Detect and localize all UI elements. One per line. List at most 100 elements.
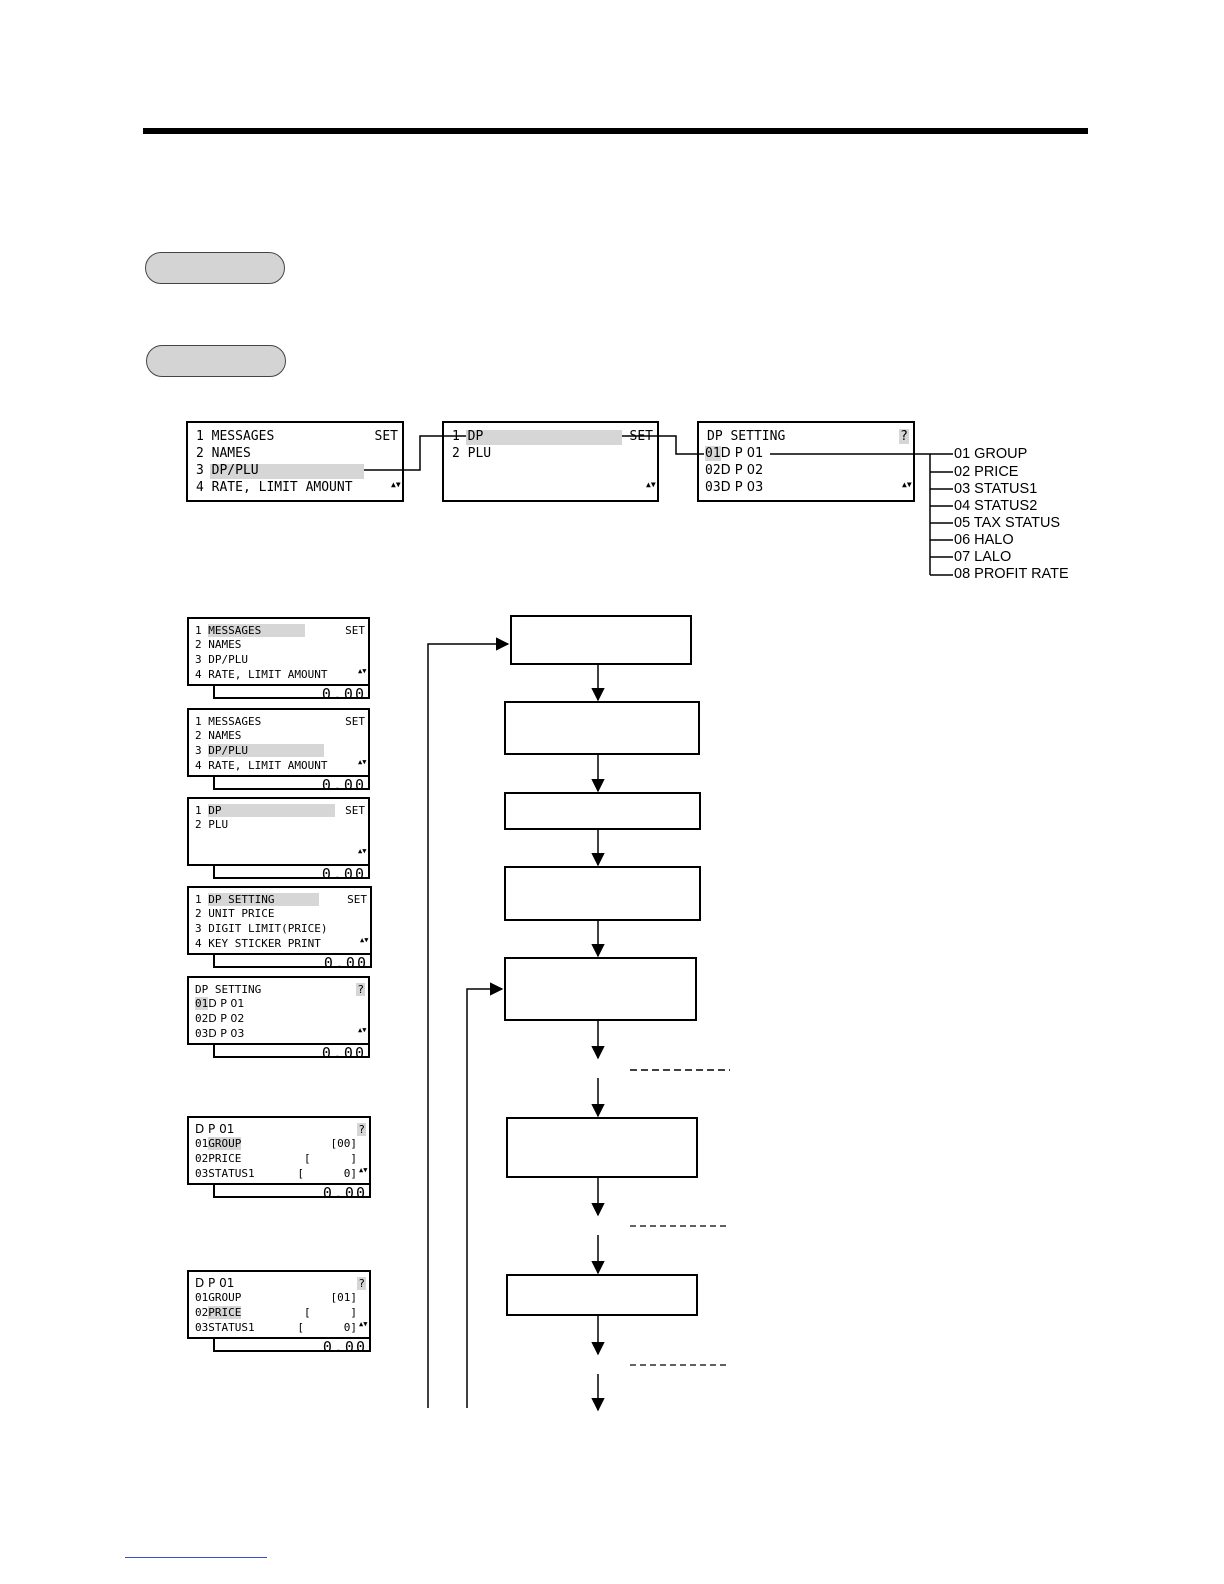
display-step-5: DP SETTING ? 01D P 01 02D P 02 03D P 03 … <box>187 976 370 1045</box>
section-label-pill-2 <box>146 345 286 377</box>
dp-item-label: 06 HALO <box>954 532 1014 548</box>
field-label: GROUP <box>208 1291 242 1304</box>
scroll-arrows-icon: ▲▼ <box>902 480 912 489</box>
amount-bar: 0.00 <box>187 1184 371 1202</box>
cursor-highlight <box>466 430 622 445</box>
field-number: 03 <box>195 1167 209 1180</box>
cursor-highlight: DP/PLU <box>208 744 324 757</box>
footer-link[interactable] <box>125 1557 267 1558</box>
menu-row: 2 PLU <box>452 446 492 461</box>
scroll-arrows-icon: ▲▼ <box>359 1320 368 1328</box>
menu-screen-program: 1 MESSAGES SET 2 NAMES 3 DP/PLU 4 RATE, … <box>186 421 404 502</box>
field-label: STATUS1 <box>208 1321 255 1334</box>
dp-number: 02 <box>705 463 721 478</box>
section-label-pill-1 <box>145 252 285 284</box>
amount-bar: 0.00 <box>187 954 372 972</box>
field-number: 02 <box>195 1152 209 1165</box>
menu-row: 2 UNIT PRICE <box>195 907 275 920</box>
flow-step-box-5 <box>504 957 697 1021</box>
help-icon: ? <box>357 1277 366 1290</box>
dp-number: 01 <box>705 446 721 461</box>
amount-bar: 0.00 <box>187 1338 371 1356</box>
dp-number: 01 <box>195 997 209 1010</box>
field-value: [ ] <box>304 1306 357 1319</box>
screen-title: DP SETTING <box>195 983 262 996</box>
amount-display: 0.00 <box>323 954 368 972</box>
menu-row: 2 NAMES <box>195 638 242 651</box>
dp-name: D P 03 <box>208 1027 245 1040</box>
screen-title: D P 01 <box>195 1122 235 1136</box>
field-number: 01 <box>195 1137 209 1150</box>
display-step-3: 1 DP SET 2 PLU ▲▼ <box>187 797 370 866</box>
scroll-arrows-icon: ▲▼ <box>358 667 367 675</box>
dp-item-label: 03 STATUS1 <box>954 481 1038 497</box>
field-label: PRICE <box>208 1152 242 1165</box>
cursor-highlight: MESSAGES <box>208 624 306 637</box>
amount-bar: 0.00 <box>187 865 370 883</box>
amount-display: 0.00 <box>322 1184 367 1202</box>
dp-number: 03 <box>195 1027 209 1040</box>
set-label: SET <box>345 624 365 637</box>
dp-item-label: 01 GROUP <box>954 446 1028 462</box>
display-step-7: D P 01 ? 01GROUP [01] 02PRICE [ ] 03STAT… <box>187 1270 371 1339</box>
set-label: SET <box>345 804 365 817</box>
scroll-arrows-icon: ▲▼ <box>359 1166 368 1174</box>
field-value: [ ] <box>304 1152 357 1165</box>
dp-name: D P 03 <box>720 480 764 495</box>
field-value: [ 0] <box>297 1321 357 1334</box>
display-step-6: D P 01 ? 01GROUP [00] 02PRICE [ ] 03STAT… <box>187 1116 371 1185</box>
flow-step-box-3 <box>504 792 701 830</box>
amount-display: 0.00 <box>321 1044 366 1062</box>
dp-item-label: 07 LALO <box>954 549 1012 565</box>
header-rule <box>143 128 1088 134</box>
amount-display: 0.00 <box>321 685 366 703</box>
dp-item-label: 04 STATUS2 <box>954 498 1038 514</box>
amount-bar: 0.00 <box>187 776 370 794</box>
field-number: 01 <box>195 1291 209 1304</box>
menu-row: 4 RATE, LIMIT AMOUNT <box>195 759 328 772</box>
display-step-4: 1 DP SETTING SET 2 UNIT PRICE 3 DIGIT LI… <box>187 886 372 955</box>
field-number: 03 <box>195 1321 209 1334</box>
flow-step-box-7 <box>506 1274 698 1316</box>
amount-display: 0.00 <box>321 865 366 883</box>
menu-row: 4 RATE, LIMIT AMOUNT <box>195 668 328 681</box>
amount-bar: 0.00 <box>187 685 370 703</box>
cursor-highlight <box>210 464 364 479</box>
menu-row: 4 RATE, LIMIT AMOUNT <box>196 480 353 495</box>
flow-step-box-1 <box>510 615 692 665</box>
dp-number: 02 <box>195 1012 209 1025</box>
scroll-arrows-icon: ▲▼ <box>360 936 369 944</box>
dp-item-label: 08 PROFIT RATE <box>954 566 1069 582</box>
menu-row: 4 KEY STICKER PRINT <box>195 937 321 950</box>
dp-name: D P 02 <box>720 463 764 478</box>
scroll-arrows-icon: ▲▼ <box>358 1026 367 1034</box>
scroll-arrows-icon: ▲▼ <box>646 480 656 489</box>
dp-name: D P 01 <box>208 997 245 1010</box>
menu-row: 2 NAMES <box>195 729 242 742</box>
menu-connectors <box>364 435 953 576</box>
screen-title: D P 01 <box>195 1276 235 1290</box>
help-icon: ? <box>356 983 365 996</box>
field-value: [01] <box>330 1291 358 1304</box>
menu-row-selected: 3 DP/PLU <box>196 463 259 478</box>
flow-step-box-2 <box>504 701 700 755</box>
cursor-highlight: DP <box>208 804 335 817</box>
dp-number: 03 <box>705 480 721 495</box>
menu-row: 1 MESSAGES <box>196 429 275 444</box>
field-value: [ 0] <box>297 1167 357 1180</box>
set-label: SET <box>345 715 365 728</box>
amount-bar: 0.00 <box>187 1044 370 1062</box>
amount-display: 0.00 <box>321 776 366 794</box>
menu-screen-dp-plu: 1 DP SET 2 PLU ▲▼ <box>442 421 659 502</box>
screen-title: DP SETTING <box>707 429 786 444</box>
field-label: STATUS1 <box>208 1167 255 1180</box>
help-icon: ? <box>357 1123 366 1136</box>
flow-step-box-4 <box>504 866 701 921</box>
field-value: [00] <box>330 1137 358 1150</box>
menu-row: 2 PLU <box>195 818 229 831</box>
display-step-1: 1 MESSAGES SET 2 NAMES 3 DP/PLU 4 RATE, … <box>187 617 370 686</box>
scroll-arrows-icon: ▲▼ <box>358 758 367 766</box>
scroll-arrows-icon: ▲▼ <box>358 847 367 855</box>
amount-display: 0.00 <box>322 1338 367 1356</box>
dp-item-label: 05 TAX STATUS <box>954 515 1061 531</box>
